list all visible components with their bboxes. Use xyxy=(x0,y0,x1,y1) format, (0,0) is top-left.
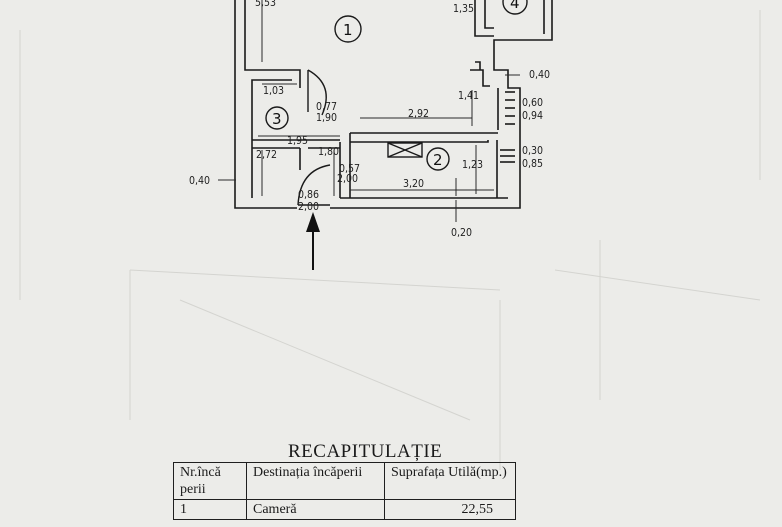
dimension-label: 0,57 xyxy=(339,163,360,175)
door-swings xyxy=(297,69,331,206)
walls xyxy=(234,0,553,209)
dimension-label: 1,90 xyxy=(316,112,337,124)
dimension-label: 1,95 xyxy=(287,135,308,147)
room-number-4: 4 xyxy=(510,0,520,12)
dimension-label: 0,85 xyxy=(522,158,543,170)
table-header-row: Nr.încă perii Destinația încăperii Supra… xyxy=(173,462,516,500)
dimension-label: 1,41 xyxy=(458,90,479,102)
dimension-label: 0,20 xyxy=(451,227,472,239)
entrance-arrow-icon xyxy=(306,212,320,270)
cell-nr: 1 xyxy=(173,499,247,520)
column-header-area: Suprafața Utilă(mp.) xyxy=(384,462,516,500)
dimension-label: 3,20 xyxy=(403,178,424,190)
dimension-label: 0,60 xyxy=(522,97,543,109)
recap-title: RECAPITULAȚIE xyxy=(288,441,443,462)
dimension-label: 0,40 xyxy=(529,69,550,81)
column-header-nr: Nr.încă perii xyxy=(173,462,247,500)
dimension-label: 1,03 xyxy=(263,85,284,97)
room-markers xyxy=(265,0,528,171)
dimension-label: 0,94 xyxy=(522,110,543,122)
radiator-icon xyxy=(387,142,423,158)
paper-background xyxy=(19,10,761,470)
dimension-label: 0,40 xyxy=(189,175,210,187)
dimension-label: 2,92 xyxy=(408,108,429,120)
cell-destination: Cameră xyxy=(246,499,385,520)
dimension-label: 2,72 xyxy=(256,149,277,161)
dimension-label: 1,23 xyxy=(462,159,483,171)
dimension-label: 1,80 xyxy=(318,146,339,158)
dimension-label: 0,86 xyxy=(298,189,319,201)
dimension-label: 0,77 xyxy=(316,101,337,113)
recap-table: Nr.încă perii Destinația încăperii Supra… xyxy=(173,462,516,520)
dimension-label: 5,53 xyxy=(255,0,276,9)
table-row: 1 Cameră 22,55 xyxy=(173,499,516,520)
dimension-label: 2,00 xyxy=(337,173,358,185)
room-number-3: 3 xyxy=(272,110,282,128)
cell-area: 22,55 xyxy=(384,499,516,520)
dimension-lines xyxy=(218,0,520,222)
dimension-label: 2,00 xyxy=(298,201,319,213)
dimension-label: 0,30 xyxy=(522,145,543,157)
room-number-2: 2 xyxy=(433,151,443,169)
room-number-1: 1 xyxy=(343,21,353,39)
dimension-labels: 5,53 1,35 0,40 1,03 0,77 1,90 2,92 1,41 … xyxy=(189,0,550,239)
column-header-destination: Destinația încăperii xyxy=(246,462,385,500)
dimension-label: 1,35 xyxy=(453,3,474,15)
